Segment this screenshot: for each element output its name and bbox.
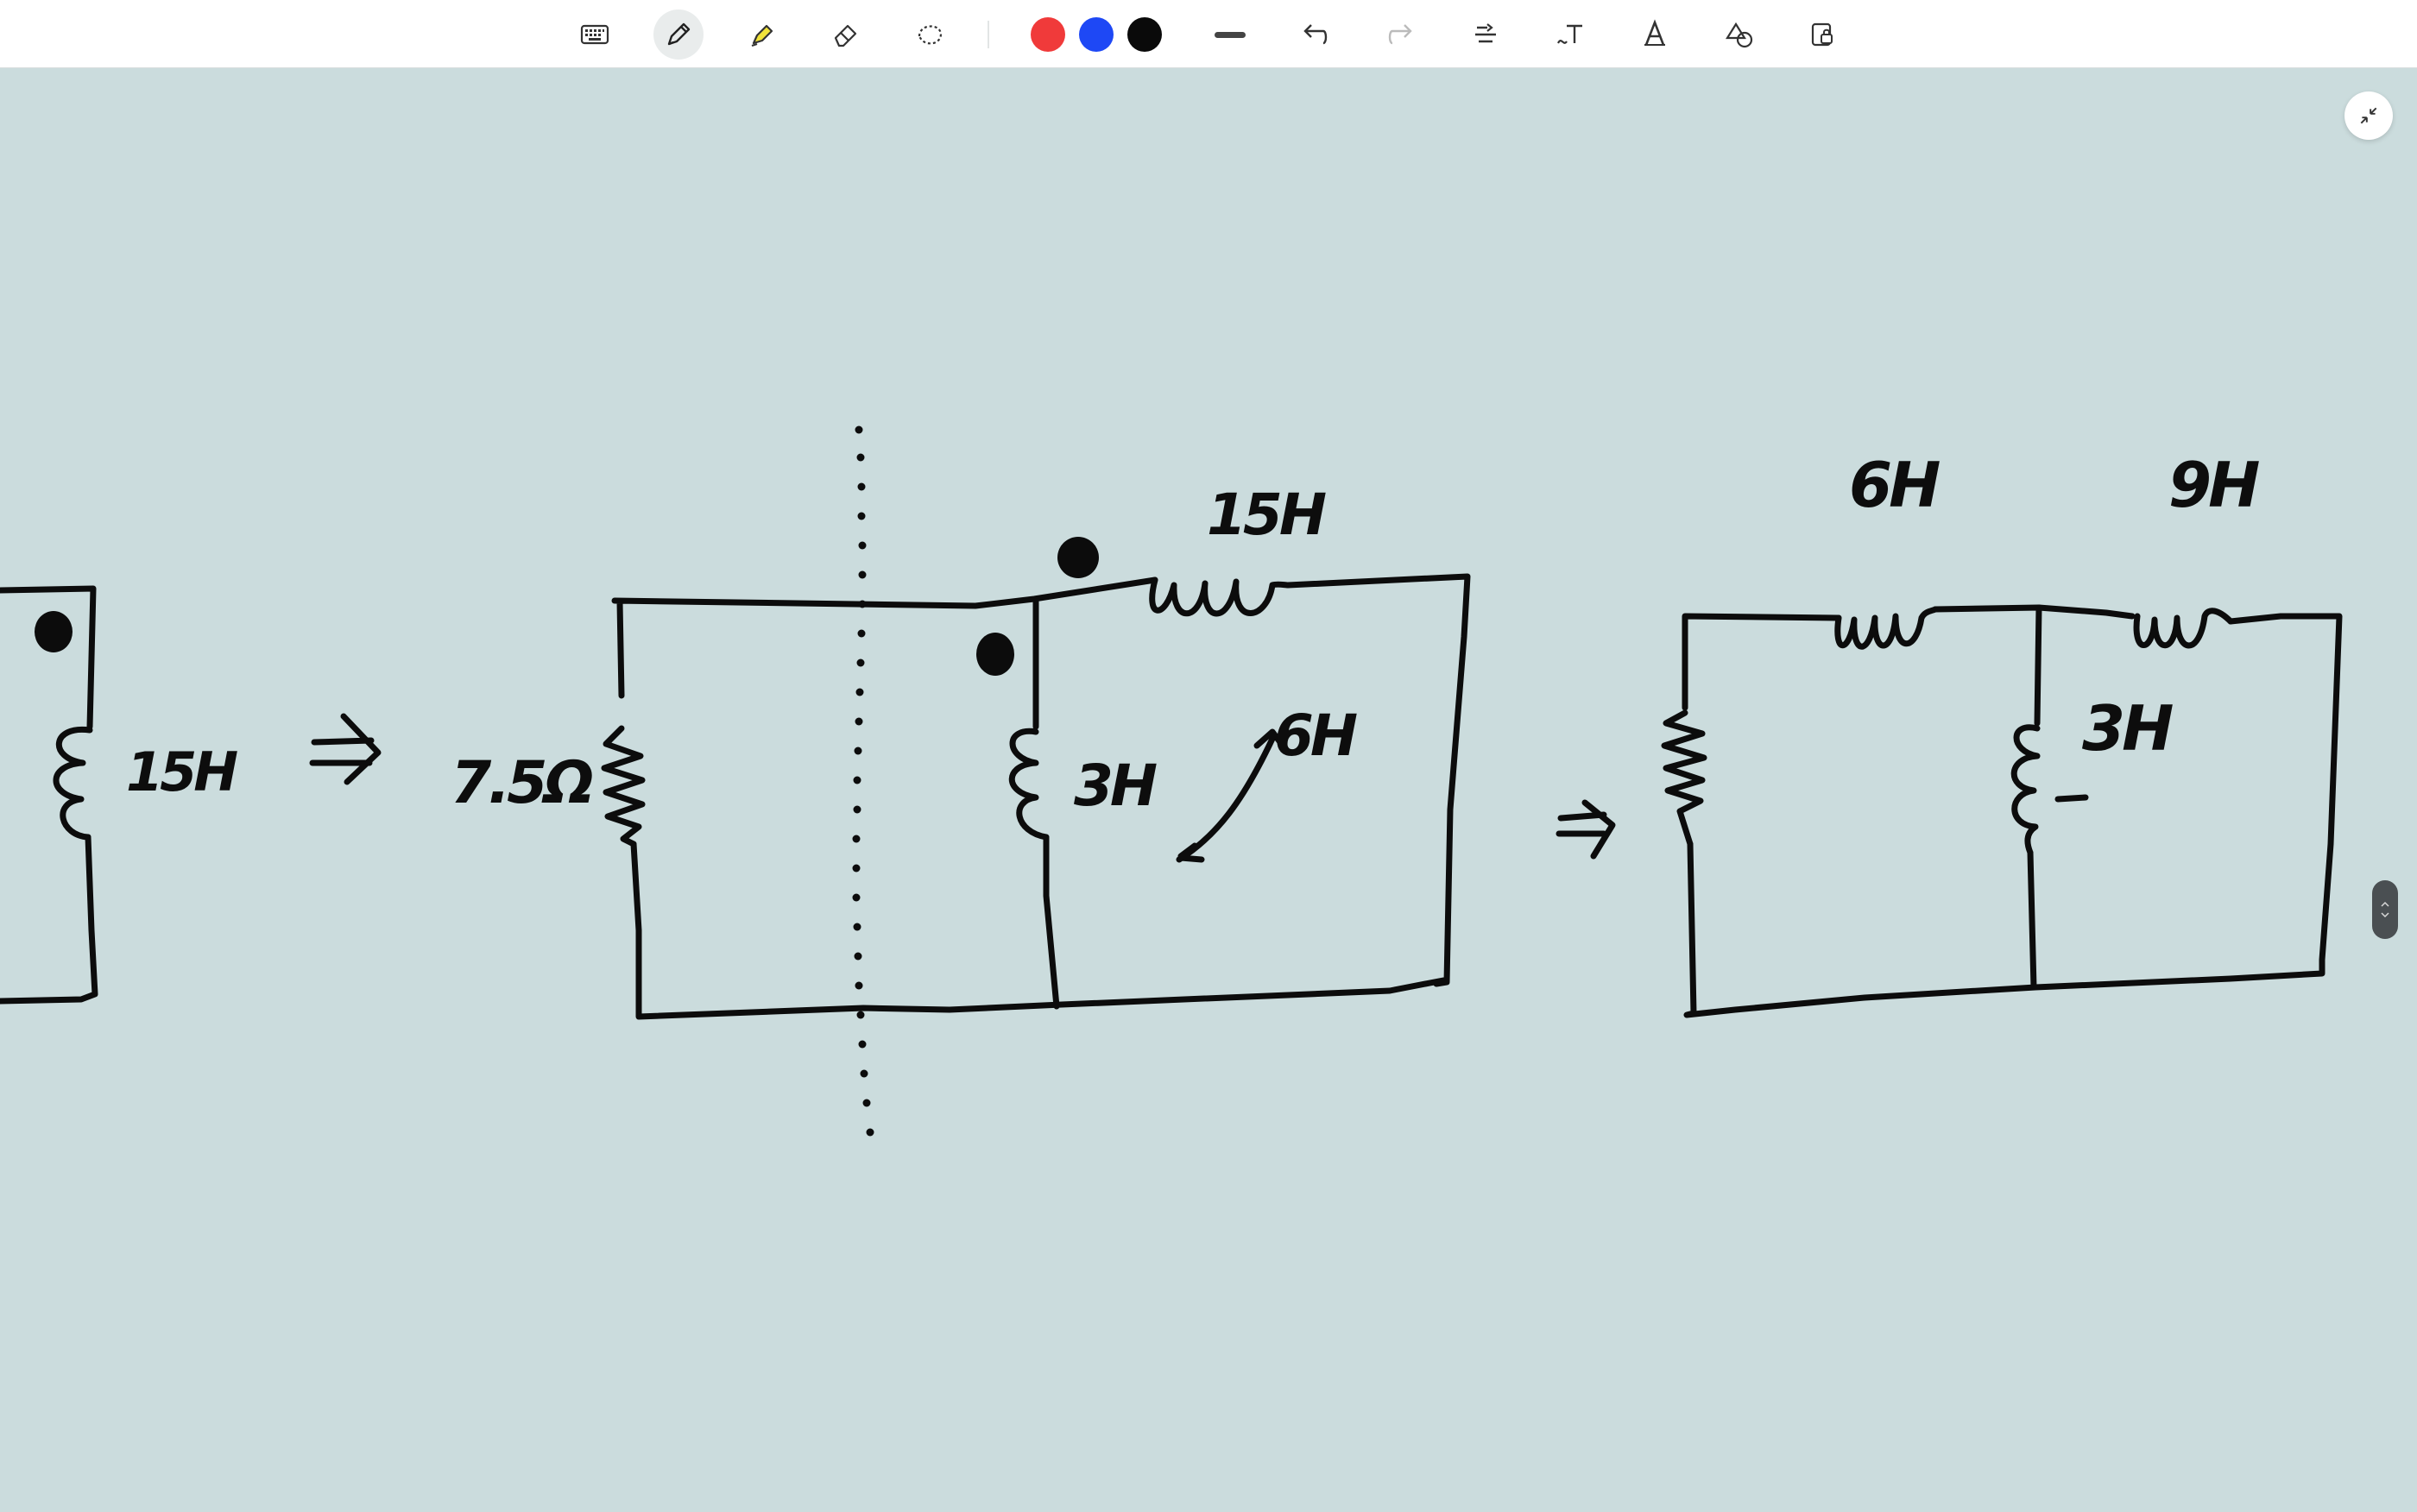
keyboard-tool-button[interactable] <box>570 9 620 60</box>
polarity-dot-middle <box>976 633 1014 676</box>
handwriting-button[interactable] <box>1630 9 1680 60</box>
undo-button[interactable] <box>1290 9 1340 60</box>
vertical-branch-wire <box>1032 597 1060 1010</box>
top-inductor-coil <box>1149 576 1291 617</box>
stroke-width-button[interactable] <box>1205 9 1255 60</box>
align-icon <box>1475 23 1496 43</box>
right-inductor-9h <box>2133 608 2234 649</box>
pen-icon <box>667 22 691 46</box>
drawing-canvas[interactable]: 15H 7.5Ω 15H 3H 6H 6H 9H 3H <box>0 67 2417 1512</box>
stroke-width-icon <box>1215 32 1246 38</box>
redo-icon <box>1388 24 1412 45</box>
handwriting-icon <box>1644 19 1665 46</box>
align-button[interactable] <box>1461 9 1511 60</box>
shapes-button[interactable] <box>1714 9 1764 60</box>
right-resistor <box>1661 709 1707 847</box>
collapse-icon <box>2360 107 2377 124</box>
lasso-tool-button[interactable] <box>905 9 955 60</box>
right-3h-dash <box>2054 794 2089 803</box>
highlighter-tool-button[interactable] <box>737 9 787 60</box>
dotted-divider <box>852 425 874 1137</box>
left-inductor-coil <box>53 726 93 841</box>
undo-icon <box>1303 24 1328 45</box>
left-circuit-wire <box>0 585 98 1005</box>
color-red-swatch[interactable] <box>1031 17 1065 52</box>
color-black-swatch[interactable] <box>1127 17 1162 52</box>
right-inductor-6h-label: 6H <box>1849 449 1941 521</box>
color-blue-swatch[interactable] <box>1079 17 1114 52</box>
text-style-icon <box>1557 24 1582 44</box>
shapes-icon <box>1726 22 1753 48</box>
middle-resistor <box>601 725 646 847</box>
keyboard-icon <box>580 24 609 45</box>
eraser-tool-button[interactable] <box>821 9 871 60</box>
lock-button[interactable] <box>1797 9 1847 60</box>
right-inductor-6h <box>1834 606 1939 650</box>
scroll-up-icon <box>2381 901 2389 907</box>
mutual-inductance-label: 6H <box>1274 702 1358 769</box>
right-circuit-wire <box>1682 604 2343 1018</box>
lock-icon <box>1811 22 1833 47</box>
right-vertical-wire <box>2027 604 2042 991</box>
polarity-dot-top <box>1057 537 1099 578</box>
scroll-down-icon <box>2381 912 2389 918</box>
left-inductor-label: 15H <box>126 740 238 803</box>
highlighter-icon <box>751 24 773 47</box>
implies-arrow-2 <box>1556 799 1616 860</box>
redo-button[interactable] <box>1376 9 1426 60</box>
right-middle-inductor-label: 3H <box>2082 692 2174 765</box>
eraser-icon <box>834 24 857 47</box>
lasso-icon <box>918 25 942 45</box>
page-scroll-handle[interactable] <box>2372 880 2398 939</box>
toolbar-divider <box>988 21 989 48</box>
middle-circuit-wire <box>611 573 1471 1020</box>
resistor-label: 7.5Ω <box>451 749 594 817</box>
right-inductor-3h-coil <box>2010 724 2041 856</box>
mutual-arrow <box>1176 728 1291 863</box>
text-style-button[interactable] <box>1545 9 1595 60</box>
top-inductor-label: 15H <box>1207 482 1327 548</box>
right-inductor-9h-label: 9H <box>2168 449 2260 521</box>
ink-drawing <box>0 425 2343 1137</box>
polarity-dot-left <box>35 611 73 652</box>
middle-inductor-coil <box>1008 728 1050 841</box>
collapse-button[interactable] <box>2344 91 2393 140</box>
middle-inductor-label: 3H <box>1074 753 1158 819</box>
pen-tool-button[interactable] <box>653 9 704 60</box>
implies-arrow-1 <box>309 713 382 785</box>
toolbar <box>0 0 2417 68</box>
